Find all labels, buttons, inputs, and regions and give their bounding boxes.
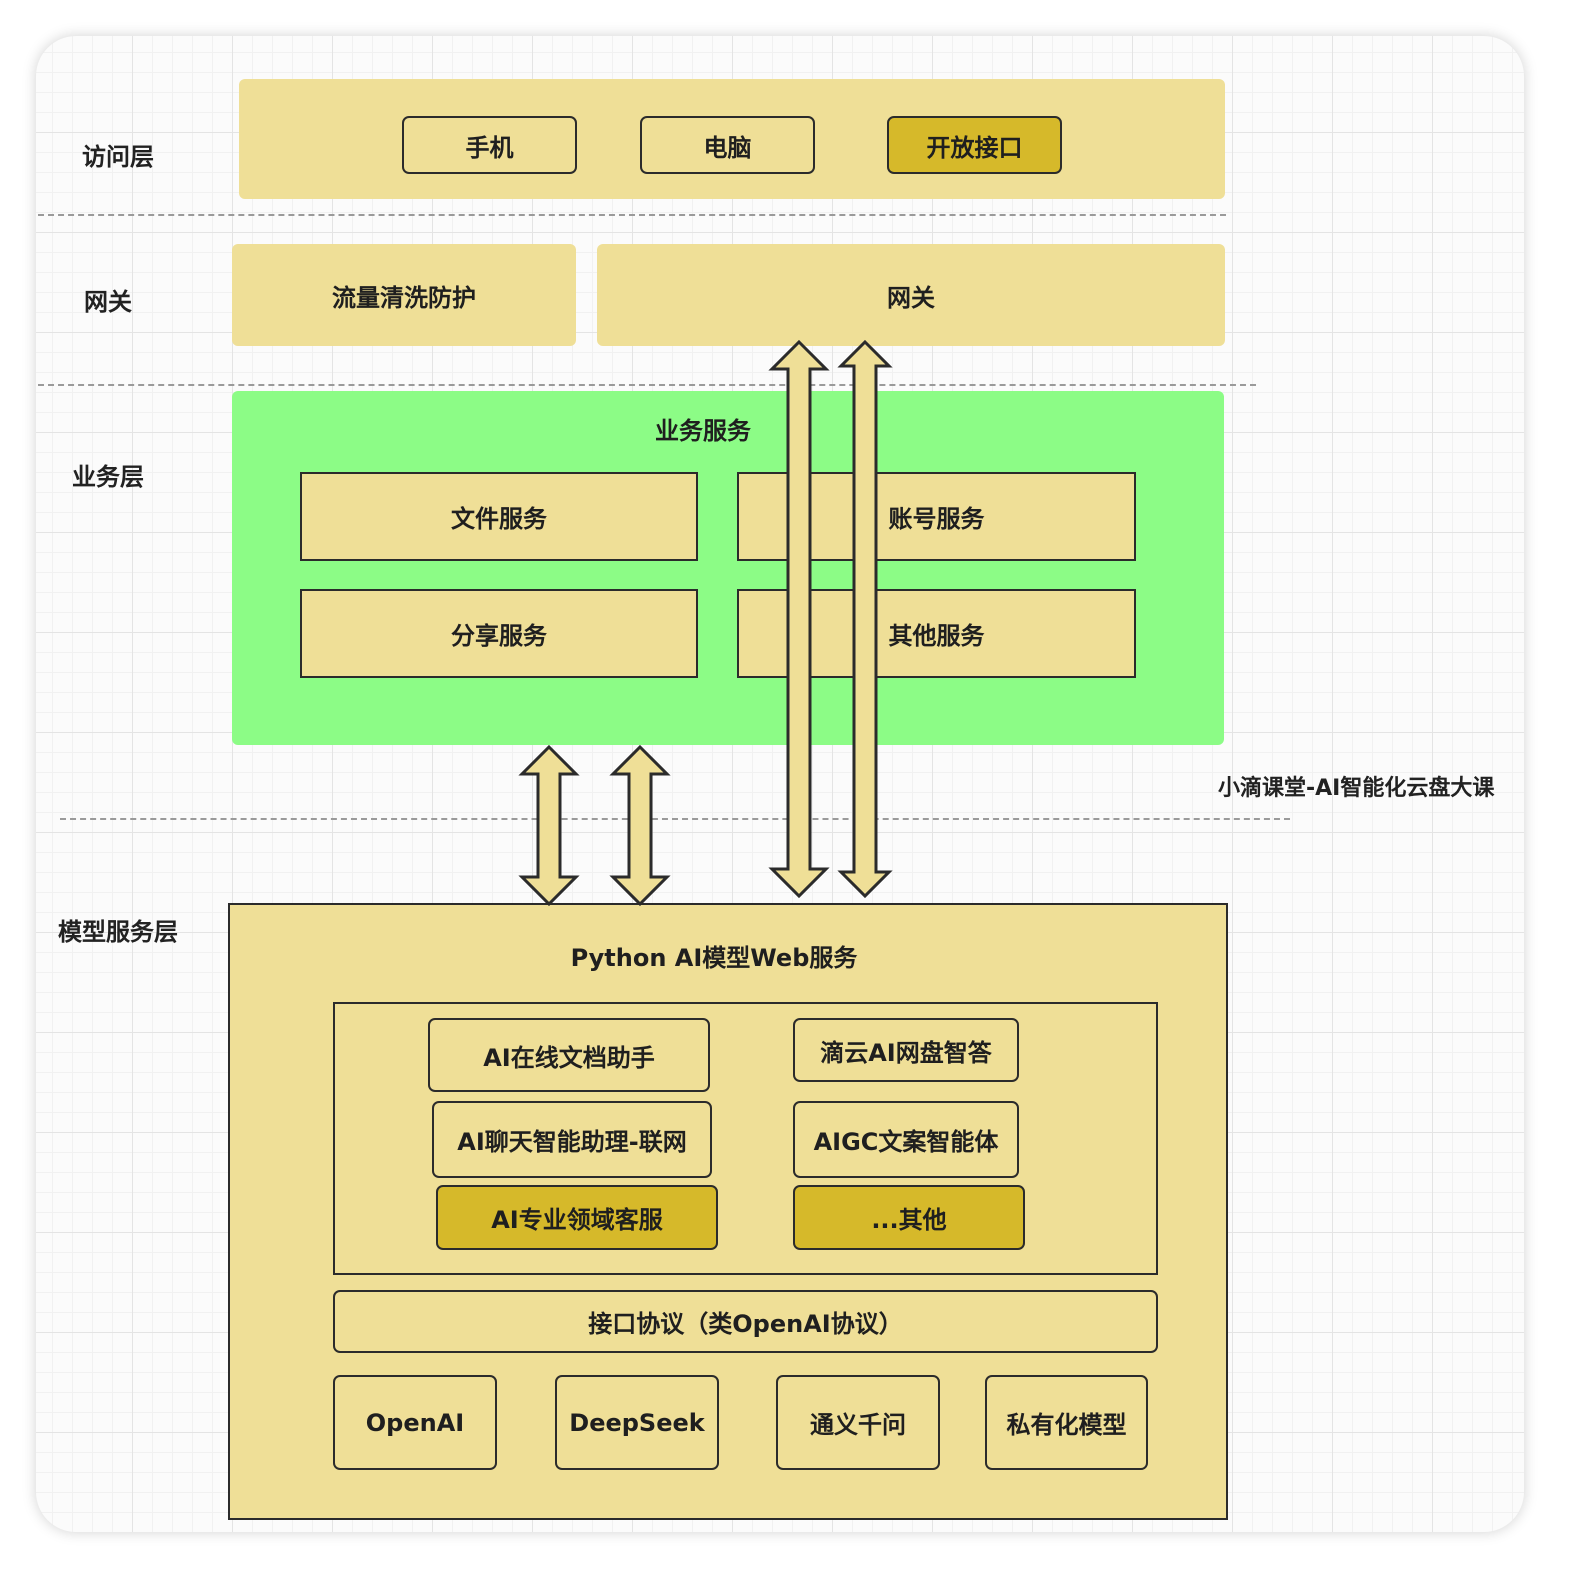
business-title: 业务服务: [655, 416, 751, 445]
drive-qa-box: 滴云AI网盘智答: [793, 1018, 1019, 1082]
domain-service-box: AI专业领域客服: [436, 1185, 718, 1250]
other-apps-box: ...其他: [793, 1185, 1025, 1250]
double-arrow-4: [837, 339, 893, 899]
protocol-box: 接口协议（类OpenAI协议）: [333, 1290, 1158, 1353]
double-arrow-1: [518, 744, 580, 907]
doc-assistant-box: AI在线文档助手: [428, 1018, 710, 1092]
open-api-box: 开放接口: [887, 116, 1062, 174]
openai-box: OpenAI: [333, 1375, 497, 1470]
chat-assistant-box: AI聊天智能助理-联网: [432, 1101, 712, 1178]
divider-access: [38, 214, 1226, 216]
divider-business: [60, 818, 1290, 820]
traffic-cleaning-panel: [232, 244, 576, 346]
layer-label-business: 业务层: [72, 463, 144, 491]
layer-label-model: 模型服务层: [58, 918, 178, 946]
gateway-label: 网关: [887, 283, 935, 312]
watermark-label: 小滴课堂-AI智能化云盘大课: [1218, 776, 1495, 801]
private-model-box: 私有化模型: [985, 1375, 1148, 1470]
tongyi-box: 通义千问: [776, 1375, 940, 1470]
traffic-cleaning-label: 流量清洗防护: [332, 283, 476, 312]
aigc-copy-box: AIGC文案智能体: [793, 1101, 1019, 1178]
double-arrow-2: [609, 744, 671, 907]
file-service-box: 文件服务: [300, 472, 698, 561]
pc-box: 电脑: [640, 116, 815, 174]
business-layer-panel: [232, 391, 1224, 745]
model-title: Python AI模型Web服务: [570, 943, 858, 972]
layer-label-access: 访问层: [82, 143, 154, 171]
phone-box: 手机: [402, 116, 577, 174]
gateway-panel: [597, 244, 1225, 346]
double-arrow-3: [768, 339, 830, 899]
deepseek-box: DeepSeek: [555, 1375, 719, 1470]
divider-gateway: [38, 384, 1256, 386]
share-service-box: 分享服务: [300, 589, 698, 678]
layer-label-gateway: 网关: [84, 288, 132, 316]
